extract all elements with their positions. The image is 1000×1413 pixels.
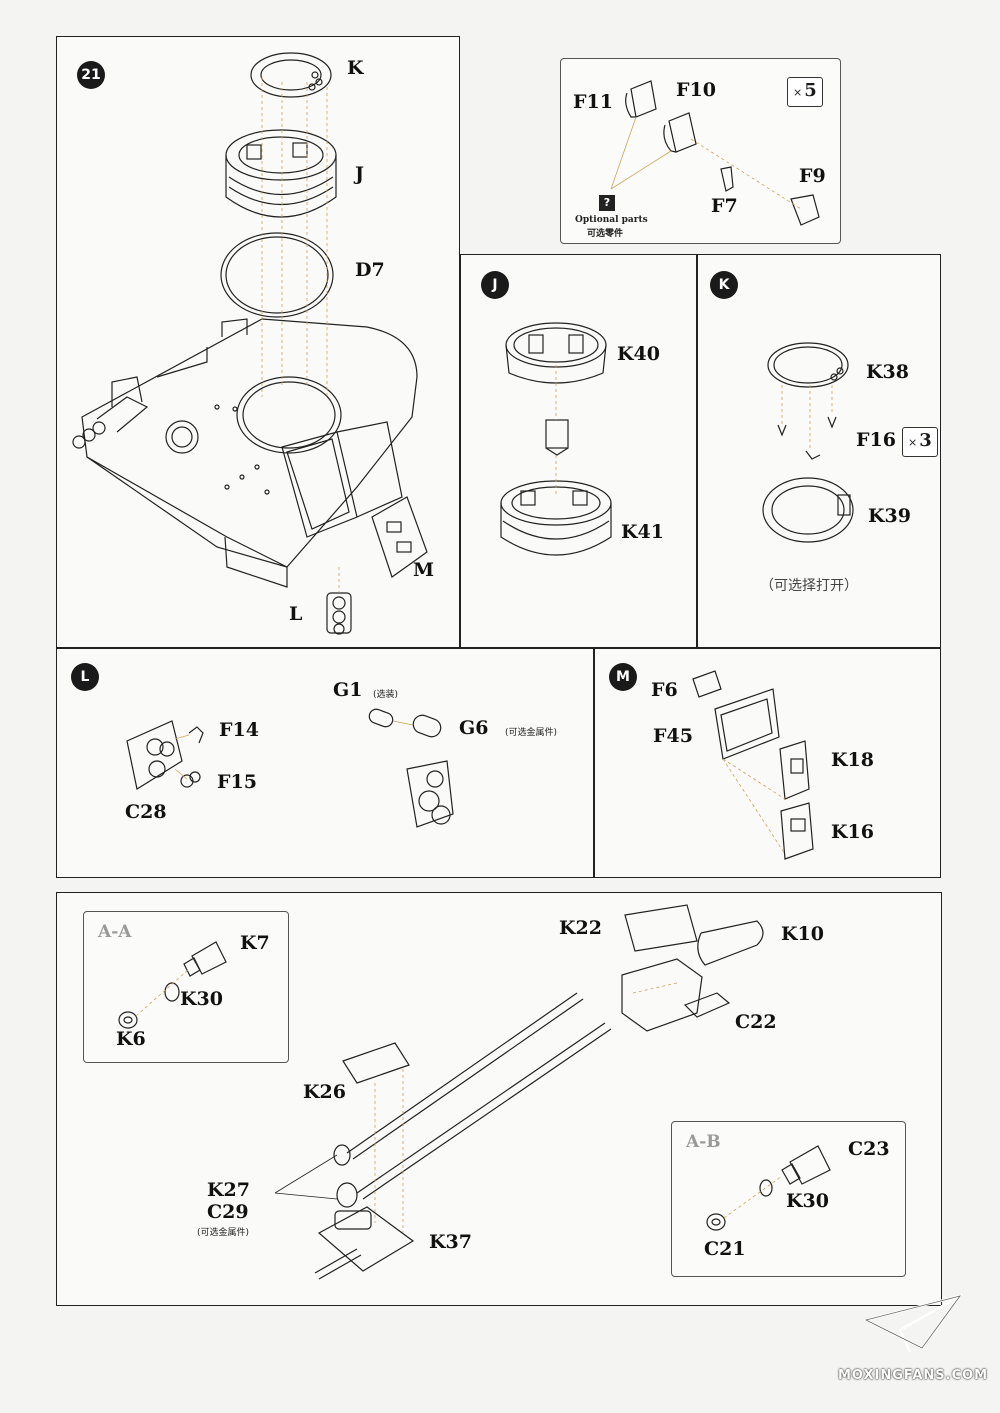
label-g1: G1 (333, 679, 363, 701)
label-c29: C29 (207, 1201, 249, 1223)
label-ab-c23: C23 (848, 1138, 890, 1160)
label-g6: G6 (459, 717, 489, 739)
label-k10: K10 (781, 923, 824, 945)
label-f16: F16 (856, 429, 896, 451)
sub-j-panel: J K40 K41 (460, 254, 697, 648)
step-21-badge: 21 (77, 61, 105, 89)
label-k: K (347, 57, 364, 79)
label-ab-k30: K30 (786, 1190, 829, 1212)
gun-barrel-drawing (274, 904, 764, 1280)
label-aa-k6: K6 (116, 1028, 146, 1050)
sub-k-note: （可选择打开） (760, 578, 858, 594)
sub-l-badge: L (71, 663, 99, 691)
label-aa-k7: K7 (240, 932, 270, 954)
label-k39: K39 (868, 505, 911, 527)
sub-m-panel: M F6 F45 K18 K16 (594, 648, 941, 878)
label-k37: K37 (429, 1231, 472, 1253)
section-a-b-box: A-B C23 K30 C21 (671, 1121, 906, 1277)
optional-parts-en: Optional parts (575, 215, 648, 225)
smoke-discharger-drawing (126, 708, 454, 828)
optional-parts-drawing (610, 80, 820, 226)
label-k26: K26 (303, 1081, 346, 1103)
section-a-a-drawing (118, 941, 227, 1029)
sub-k-badge: K (710, 271, 738, 299)
label-f10: F10 (676, 79, 716, 101)
optional-question-icon: ? (599, 195, 615, 211)
label-d7: D7 (355, 259, 385, 281)
label-aa-k30: K30 (180, 988, 223, 1010)
label-c28: C28 (125, 801, 167, 823)
label-k38: K38 (866, 361, 909, 383)
sub-m-badge: M (609, 663, 637, 691)
quantity-badge-x3: ×3 (902, 427, 938, 457)
label-f6: F6 (651, 679, 678, 701)
label-j: J (355, 163, 364, 185)
quantity-badge-x5: ×5 (787, 77, 823, 107)
label-f45: F45 (653, 725, 693, 747)
label-m: M (413, 559, 435, 581)
hatch-ring-drawing (762, 342, 854, 543)
cupola-drawing (500, 322, 612, 556)
label-g6-note: (可选金属件) (505, 728, 558, 738)
label-f14: F14 (219, 719, 259, 741)
label-f7: F7 (711, 195, 738, 217)
hatch-panel-drawing (692, 670, 814, 860)
sub-l-panel: L F14 F15 C28 G1 (选装) G6 (可选金属件) (56, 648, 594, 878)
label-f9: F9 (799, 165, 826, 187)
turret-assembly-drawing (72, 52, 428, 635)
sub-k-panel: K K38 F16 ×3 K39 （可选择打开） (697, 254, 941, 648)
sub-j-badge: J (481, 271, 509, 299)
label-f11: F11 (573, 91, 613, 113)
label-g1-note: (选装) (373, 690, 399, 700)
paper-plane-logo (862, 1293, 964, 1353)
label-k18: K18 (831, 749, 874, 771)
section-a-b-title: A-B (686, 1132, 721, 1152)
label-l: L (289, 603, 303, 625)
optional-parts-cn: 可选零件 (587, 229, 624, 239)
label-ab-c21: C21 (704, 1238, 746, 1260)
label-k22: K22 (559, 917, 602, 939)
label-k41: K41 (621, 521, 664, 543)
label-k27: K27 (207, 1179, 250, 1201)
section-a-a-title: A-A (98, 922, 132, 942)
label-f15: F15 (217, 771, 257, 793)
watermark-text: MOXINGFANS.COM (838, 1368, 989, 1383)
gun-assembly-panel: A-A K7 K30 K6 A-B (56, 892, 942, 1306)
step-21-panel: 21 (56, 36, 460, 648)
optional-parts-box: F11 F10 ×5 F9 F7 ? Optional parts 可选零件 (560, 58, 841, 244)
section-a-a-box: A-A K7 K30 K6 (83, 911, 289, 1063)
label-c22: C22 (735, 1011, 777, 1033)
label-k16: K16 (831, 821, 874, 843)
label-c29-note: (可选金属件) (197, 1228, 250, 1238)
label-k40: K40 (617, 343, 660, 365)
section-a-b-drawing (706, 1145, 831, 1231)
